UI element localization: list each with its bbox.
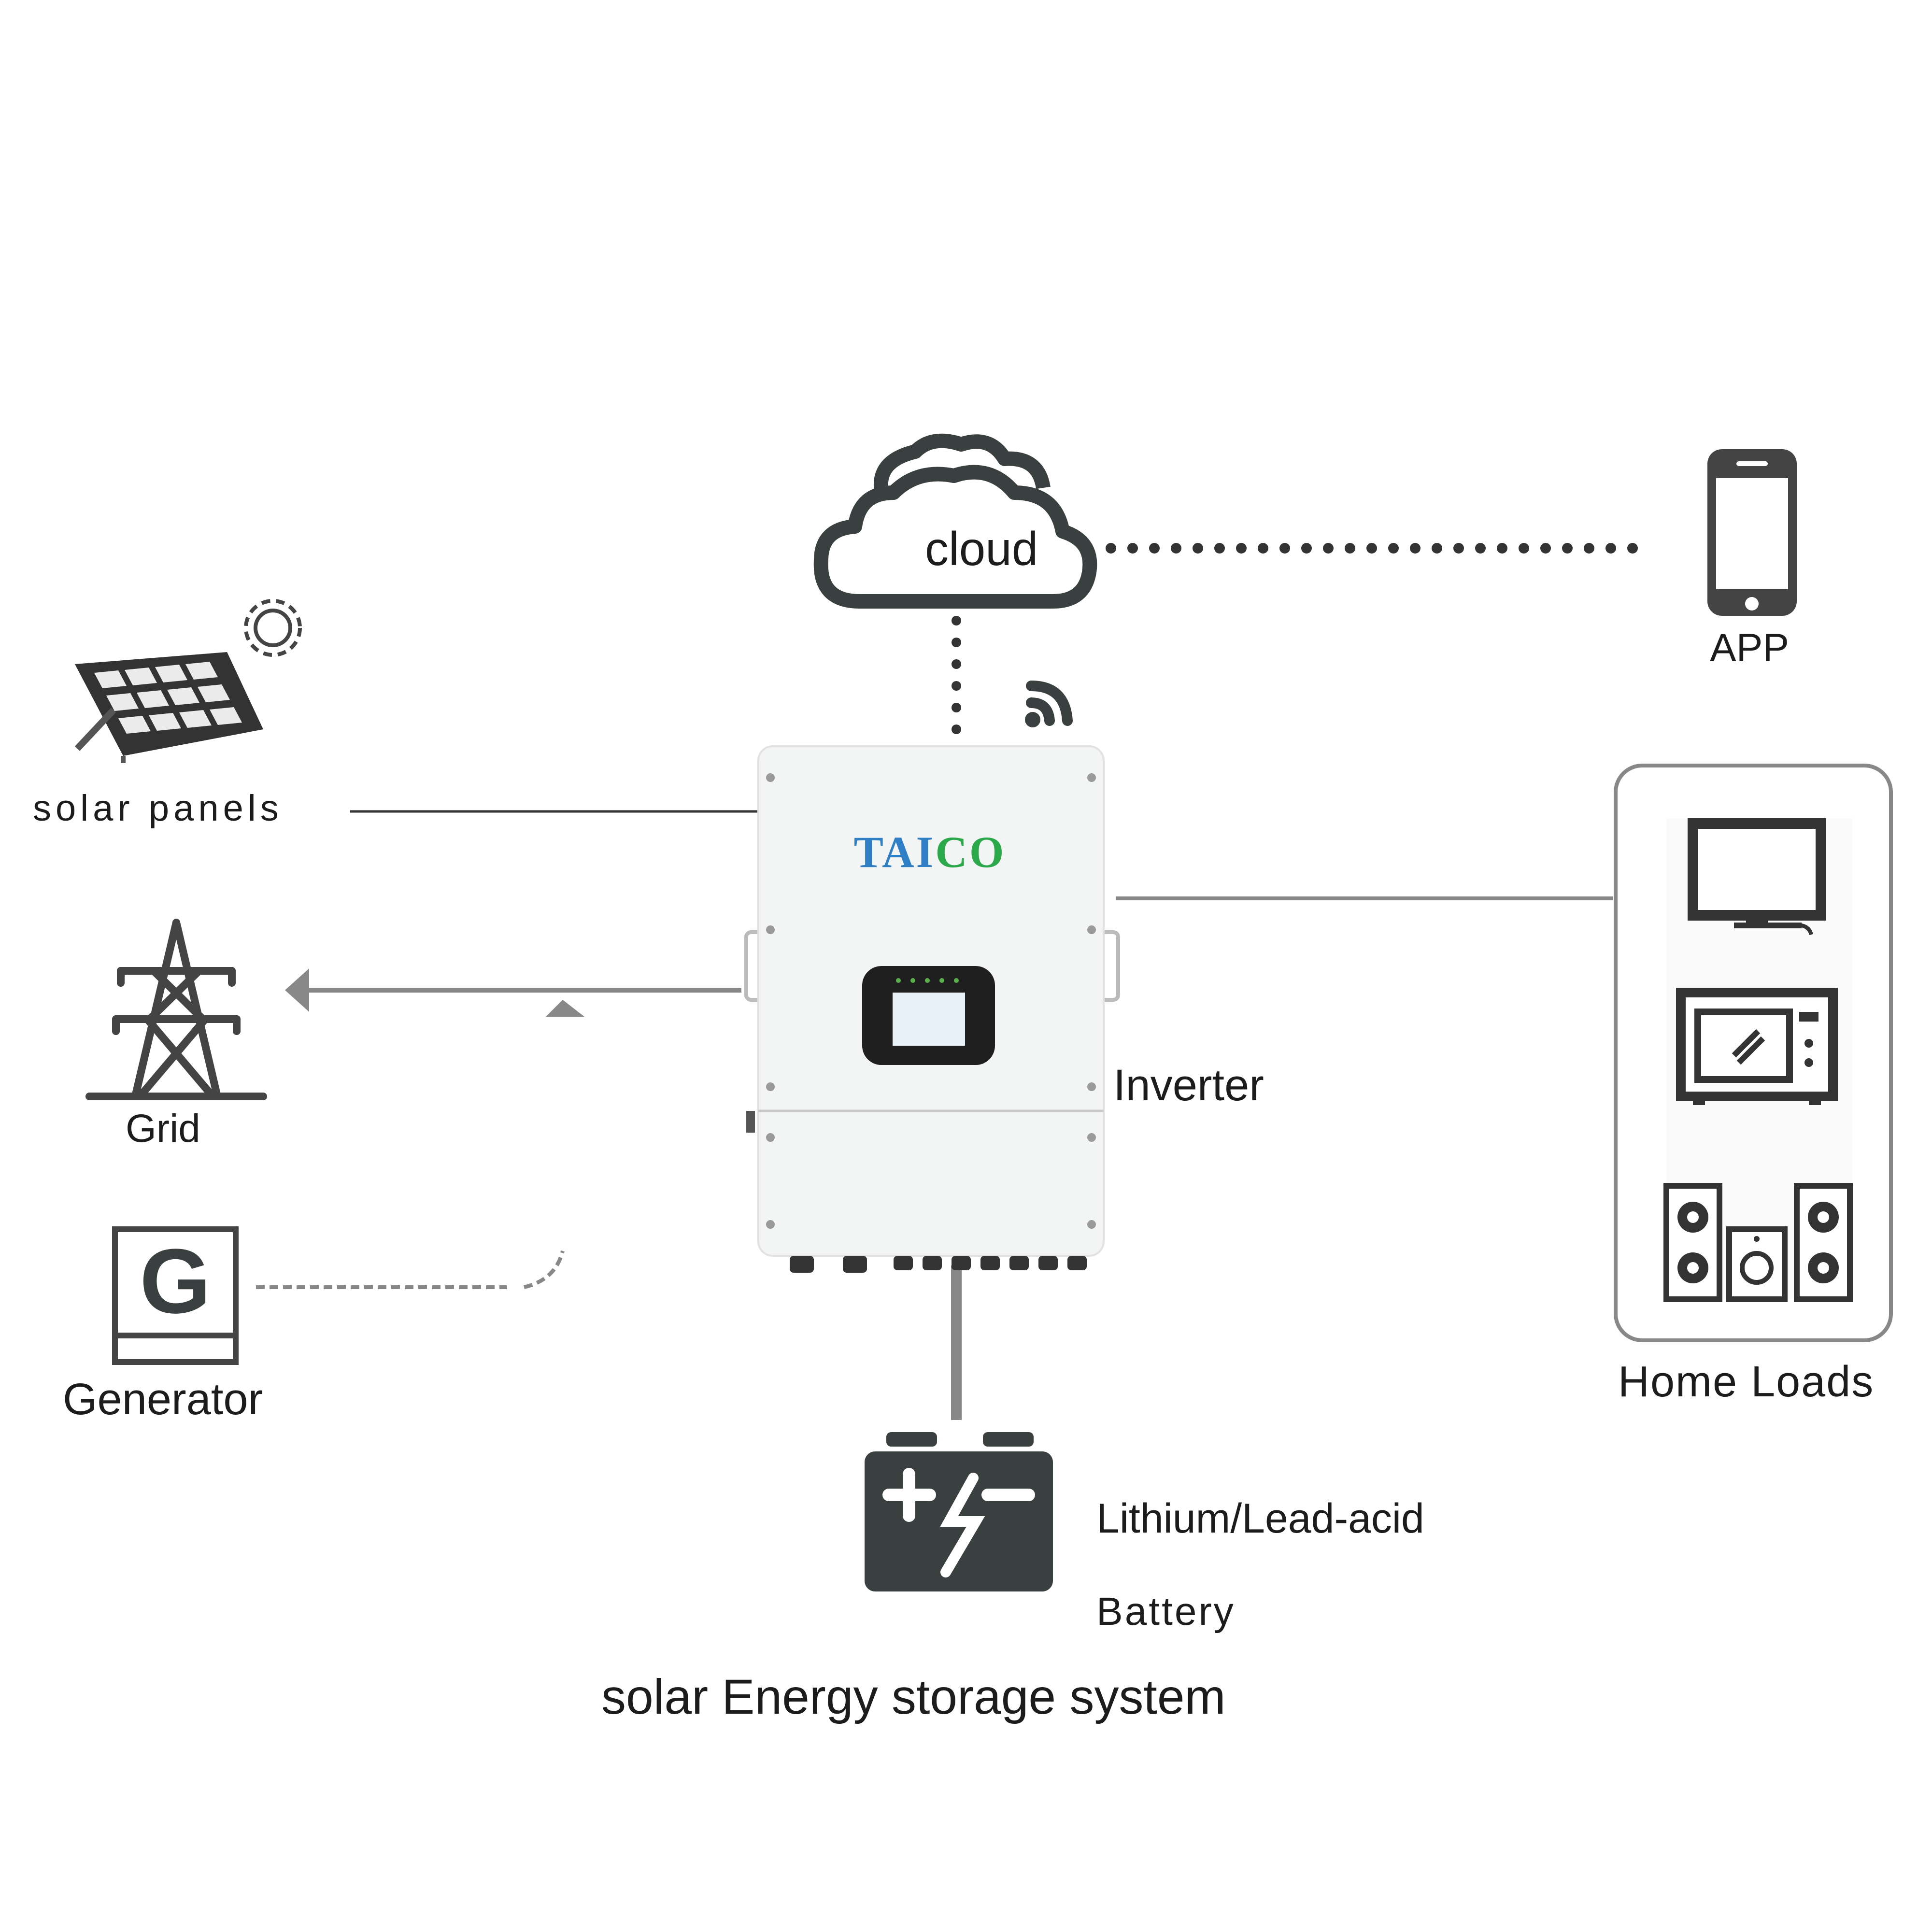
phone-icon	[1707, 449, 1797, 616]
speaker-icon	[1663, 1183, 1853, 1302]
home-loads-label: Home Loads	[1618, 1358, 1875, 1406]
solar-panels-label: solar panels	[33, 788, 283, 829]
battery-label: Battery	[1096, 1590, 1236, 1634]
transmission-tower-icon	[85, 919, 267, 1100]
cloud-icon	[813, 433, 1097, 609]
solar-panel-icon	[74, 652, 263, 763]
generator-glyph: G	[140, 1230, 211, 1333]
microwave-icon	[1676, 988, 1838, 1105]
generator-dashed-curve	[524, 1250, 565, 1289]
battery-icon	[865, 1432, 1053, 1591]
caption: solar Energy storage system	[601, 1669, 1226, 1724]
cloud-label: cloud	[925, 522, 1038, 575]
grid-label: Grid	[126, 1107, 200, 1151]
app-label: APP	[1710, 626, 1790, 670]
connections	[256, 543, 1638, 1420]
tv-icon	[1688, 818, 1826, 936]
inverter-icon: TAICO	[744, 745, 1120, 1273]
inverter-label: Inverter	[1113, 1061, 1264, 1110]
cloud-app-dotted-line	[1106, 543, 1638, 554]
generator-label: Generator	[63, 1375, 263, 1424]
battery-type-label: Lithium/Lead-acid	[1096, 1495, 1424, 1542]
grid-arrow-head	[285, 968, 309, 1012]
generator-icon: G	[112, 1226, 239, 1365]
wifi-icon	[1025, 681, 1073, 727]
sun-icon	[244, 599, 302, 657]
cloud-inverter-dotted-line	[952, 616, 961, 734]
inverter-brand: TAICO	[854, 827, 1006, 877]
grid-switch-mark	[546, 1000, 584, 1017]
